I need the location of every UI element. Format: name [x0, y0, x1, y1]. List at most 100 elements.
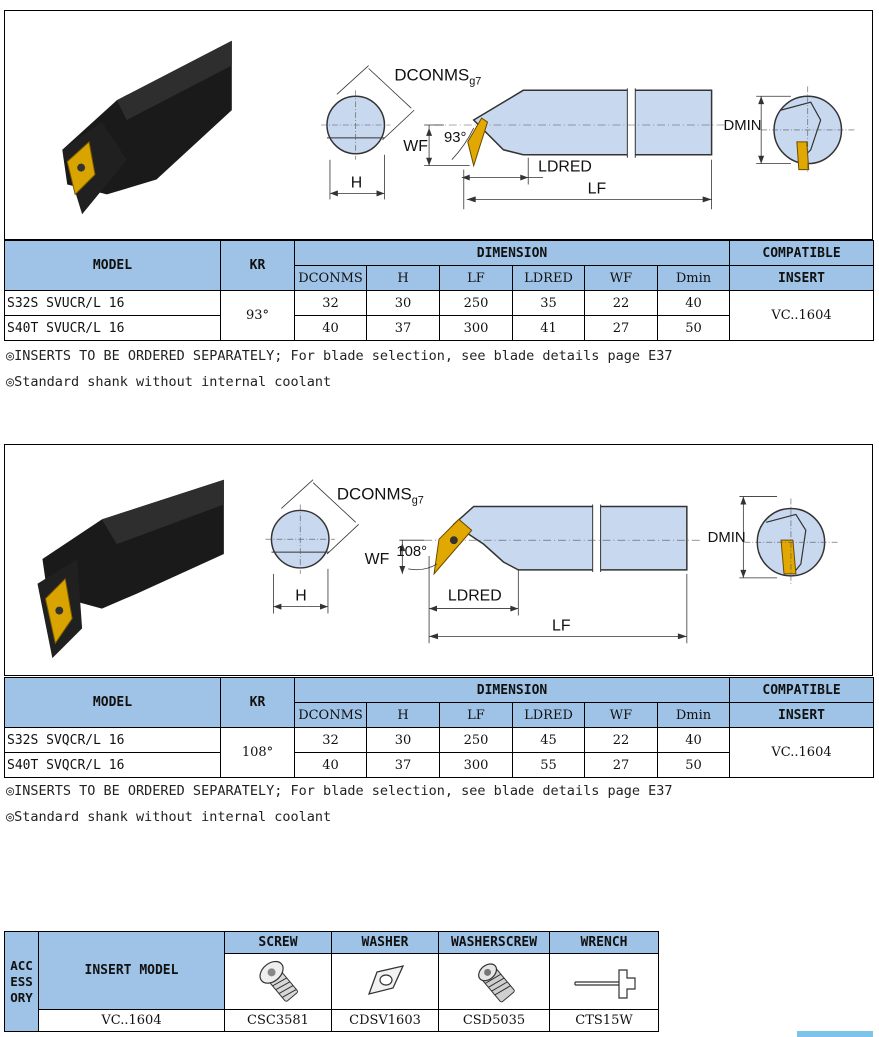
- model-cell: S32S SVQCR/L 16: [4, 727, 221, 753]
- washer-part-cell: CDSV1603: [331, 1009, 439, 1032]
- value-cell: 55: [512, 752, 585, 778]
- compatible-header: COMPATIBLE: [729, 240, 875, 266]
- value-cell: 22: [584, 290, 658, 316]
- boring-bar-photo-icon: [37, 479, 224, 659]
- washer-header: WASHER: [331, 931, 439, 954]
- value-cell: 27: [584, 752, 658, 778]
- washer-icon: [367, 964, 405, 995]
- value-cell: 32: [294, 290, 367, 316]
- insert-model-header: INSERT MODEL: [38, 931, 225, 1010]
- model-cell: S40T SVQCR/L 16: [4, 752, 221, 778]
- end-view-left: [265, 479, 359, 614]
- model-cell: S32S SVUCR/L 16: [4, 290, 221, 316]
- angle-label: 108°: [396, 544, 427, 560]
- col-ldred: LDRED: [512, 265, 585, 291]
- washerscrew-part-cell: CSD5035: [438, 1009, 550, 1032]
- dimension-header: DIMENSION: [293, 240, 731, 266]
- screw-header: SCREW: [224, 931, 332, 954]
- value-cell: 50: [656, 315, 731, 341]
- value-cell: 37: [366, 752, 440, 778]
- product-figure-frame-1: DCONMSg7 WF 93° LDRED LF H DMIN: [4, 10, 873, 240]
- value-cell: 50: [656, 752, 731, 778]
- table-row: S40T SVUCR/L 16 40 37 300 41 27 50: [4, 315, 874, 341]
- spec-table-2: MODEL KR DIMENSION COMPATIBLE DCONMS H L…: [4, 677, 875, 778]
- end-view-left: [321, 65, 415, 200]
- note-order-separately: ◎INSERTS TO BE ORDERED SEPARATELY; For b…: [6, 348, 673, 364]
- kr-header: KR: [220, 677, 295, 728]
- col-lf: LF: [439, 265, 513, 291]
- product-figure-frame-2: DCONMSg7 WF 108° LDRED LF H DMIN: [4, 444, 873, 676]
- col-dmin: Dmin: [656, 702, 731, 728]
- dmin-label: DMIN: [708, 530, 746, 546]
- wrench-header: WRENCH: [549, 931, 659, 954]
- side-view-bar: [399, 502, 702, 644]
- col-lf: LF: [439, 702, 513, 728]
- wf-label: WF: [365, 551, 390, 568]
- spec-table-1: MODEL KR DIMENSION COMPATIBLE DCONMS H L…: [4, 240, 875, 341]
- model-cell: S40T SVUCR/L 16: [4, 315, 221, 341]
- screw-image-cell: [224, 953, 332, 1010]
- end-view-right: [756, 86, 856, 174]
- value-cell: 45: [512, 727, 585, 753]
- col-wf: WF: [584, 265, 658, 291]
- model-header: MODEL: [4, 240, 221, 291]
- col-dmin: Dmin: [656, 265, 731, 291]
- h-label: H: [295, 588, 306, 605]
- screw-icon: [259, 960, 298, 1002]
- value-cell: 35: [512, 290, 585, 316]
- value-cell: 40: [656, 290, 731, 316]
- washer-image-cell: [331, 953, 439, 1010]
- model-header: MODEL: [4, 677, 221, 728]
- angle-label: 93°: [444, 130, 467, 146]
- col-wf: WF: [584, 702, 658, 728]
- washerscrew-header: WASHERSCREW: [438, 931, 550, 954]
- screw-part-cell: CSC3581: [224, 1009, 332, 1032]
- value-cell: 40: [294, 752, 367, 778]
- value-cell: 250: [439, 290, 513, 316]
- value-cell: 40: [656, 727, 731, 753]
- ldred-label: LDRED: [538, 159, 592, 176]
- value-cell: 30: [366, 290, 440, 316]
- washerscrew-image-cell: [438, 953, 550, 1010]
- end-view-right: [739, 496, 839, 586]
- wrench-icon: [574, 968, 636, 999]
- wrench-image-cell: [549, 953, 659, 1010]
- note-coolant: ◎Standard shank without internal coolant: [6, 809, 332, 825]
- ldred-label: LDRED: [448, 588, 502, 605]
- kr-header: KR: [220, 240, 295, 291]
- col-dconms: DCONMS: [294, 265, 367, 291]
- wf-label: WF: [403, 138, 428, 155]
- dconms-label: DCONMSg7: [394, 65, 481, 87]
- lf-label: LF: [552, 617, 571, 634]
- value-cell: 300: [439, 315, 513, 341]
- value-cell: 300: [439, 752, 513, 778]
- note-coolant: ◎Standard shank without internal coolant: [6, 374, 332, 390]
- lf-label: LF: [588, 180, 607, 197]
- kr-cell: 93°: [220, 290, 295, 341]
- washer-screw-icon: [478, 962, 515, 1002]
- table-row: S32S SVQCR/L 16 108° 32 30 250 45 22 40 …: [4, 727, 875, 778]
- table-row: S32S SVUCR/L 16 93° 32 30 250 35 22 40 V…: [4, 290, 875, 341]
- kr-cell: 108°: [220, 727, 295, 778]
- dmin-label: DMIN: [724, 118, 762, 134]
- technical-drawing-2: DCONMSg7 WF 108° LDRED LF H DMIN: [37, 479, 839, 659]
- technical-drawing-1: DCONMSg7 WF 93° LDRED LF H DMIN: [62, 40, 856, 215]
- page-accent-bar: [797, 1031, 873, 1037]
- dimension-header: DIMENSION: [293, 677, 731, 703]
- value-cell: 250: [439, 727, 513, 753]
- note-order-separately: ◎INSERTS TO BE ORDERED SEPARATELY; For b…: [6, 783, 673, 799]
- side-view-bar: [424, 86, 727, 210]
- col-h: H: [366, 702, 440, 728]
- wrench-part-cell: CTS15W: [549, 1009, 659, 1032]
- h-label: H: [351, 174, 362, 191]
- insert-header: INSERT: [729, 702, 875, 728]
- insert-model-cell: VC..1604: [38, 1009, 225, 1032]
- boring-bar-photo-icon: [62, 40, 232, 215]
- value-cell: 22: [584, 727, 658, 753]
- col-ldred: LDRED: [512, 702, 585, 728]
- value-cell: 27: [584, 315, 658, 341]
- insert-header: INSERT: [729, 265, 875, 291]
- value-cell: 32: [294, 727, 367, 753]
